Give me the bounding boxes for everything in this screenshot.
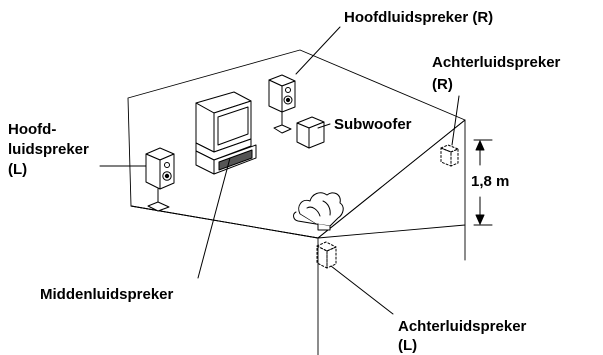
- leader-lines: [99, 26, 460, 315]
- label-rear-speaker-left-line1: Achterluidspreker: [398, 318, 527, 335]
- room-box: [127, 49, 466, 355]
- label-main-speaker-left-line1: Hoofd-: [8, 121, 57, 138]
- main-speaker-left-icon: [145, 147, 175, 212]
- label-height: 1,8 m: [471, 173, 510, 190]
- subwoofer-icon: [296, 116, 325, 149]
- height-dimension: [473, 139, 493, 226]
- television-icon: [195, 91, 257, 175]
- label-rear-speaker-left-line2: (L): [398, 337, 418, 354]
- rear-speaker-left-icon: [316, 241, 337, 269]
- room-floor-lines: [130, 119, 466, 239]
- label-main-speaker-left-line3: (L): [8, 161, 28, 178]
- label-main-speaker-right: Hoofdluidspreker (R): [344, 9, 494, 26]
- label-rear-speaker-right-line1: Achterluidspreker: [432, 54, 561, 71]
- label-center-speaker: Middenluidspreker: [40, 286, 174, 303]
- rear-speaker-right-icon: [440, 144, 459, 167]
- armchair-icon: [293, 192, 344, 231]
- main-speaker-right-icon: [268, 74, 296, 134]
- label-rear-speaker-right-line2: (R): [432, 76, 453, 93]
- label-subwoofer: Subwoofer: [334, 116, 412, 133]
- label-main-speaker-left-line2: luidspreker: [8, 141, 89, 158]
